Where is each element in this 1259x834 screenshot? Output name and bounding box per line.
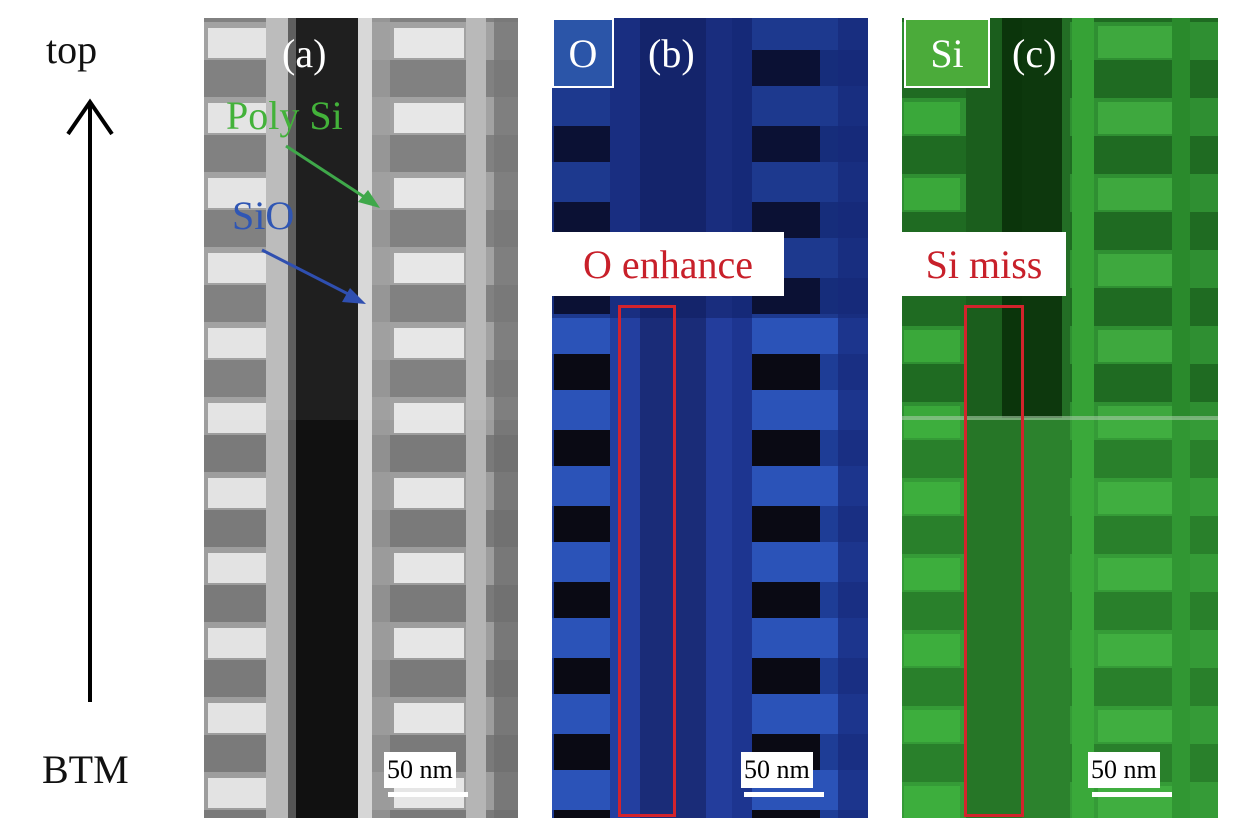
panel-a-letter: (a) <box>282 31 327 76</box>
sio-arrow-icon <box>261 248 366 304</box>
panel-c-scale-bar <box>1092 792 1172 797</box>
panel-b-scale-bar <box>744 792 824 797</box>
sio-label: SiO <box>232 193 295 238</box>
panel-b-roi-box <box>618 305 676 817</box>
panel-c-callout: Si miss <box>902 232 1066 296</box>
panel-c-micrograph <box>902 18 1218 818</box>
panel-b-micrograph <box>552 18 868 818</box>
axis-bottom-label: BTM <box>42 747 129 792</box>
panel-b-oxygen-map <box>552 18 868 818</box>
panel-b-element-tag: O <box>552 18 614 88</box>
panel-b-letter: (b) <box>648 31 695 76</box>
panel-b-scale-bar-label: 50 nm <box>741 752 813 788</box>
panel-a-micrograph <box>204 18 518 818</box>
panel-a-scale-bar-label: 50 nm <box>384 752 456 788</box>
panel-c-element-tag: Si <box>904 18 990 88</box>
panel-a-tem-image <box>204 18 518 818</box>
poly-si-arrow-icon <box>285 144 380 208</box>
panel-c-silicon-map <box>902 18 1218 818</box>
panel-a-scale-bar <box>388 792 468 797</box>
panel-c-scale-bar-label: 50 nm <box>1088 752 1160 788</box>
panel-c-letter: (c) <box>1012 31 1057 76</box>
panel-c-roi-box <box>964 305 1024 817</box>
panel-b-callout: O enhance <box>552 232 784 296</box>
axis-top-label: top <box>46 27 98 72</box>
poly-si-label: Poly Si <box>226 93 343 138</box>
up-arrow-icon <box>66 98 114 702</box>
